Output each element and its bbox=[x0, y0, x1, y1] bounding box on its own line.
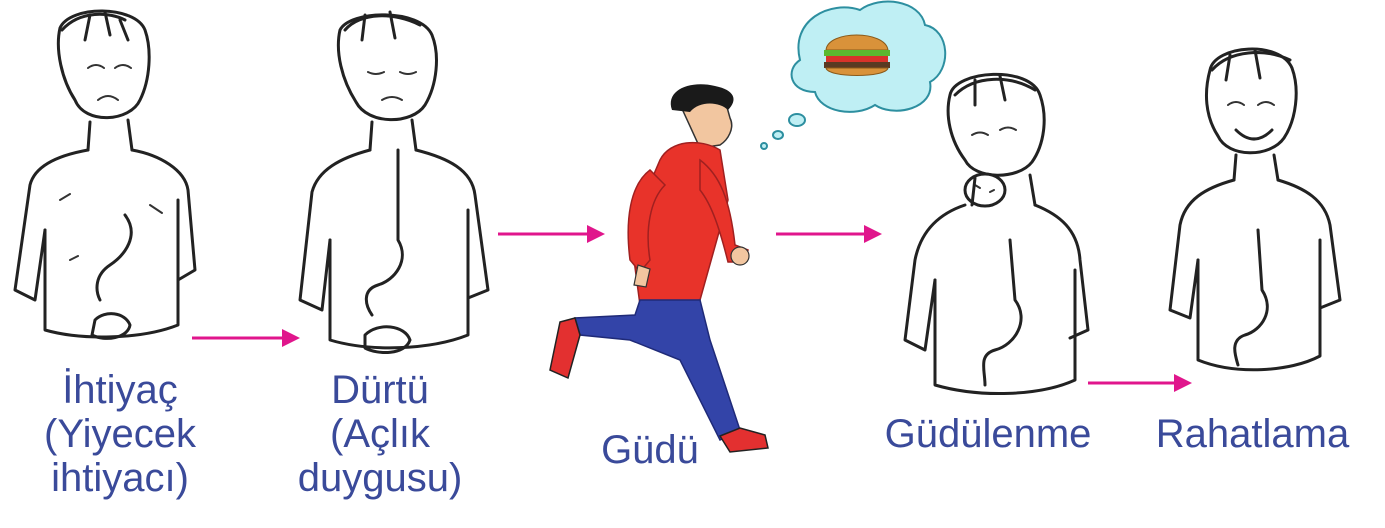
stage-label-need: İhtiyaç (Yiyecek ihtiyacı) bbox=[10, 368, 230, 500]
stage-label-relief: Rahatlama bbox=[1135, 412, 1370, 456]
sad-boy-icon bbox=[15, 11, 195, 338]
stage-label-motive: Güdü bbox=[575, 428, 725, 472]
arrow-4 bbox=[1088, 374, 1192, 392]
relieved-boy-icon bbox=[1170, 49, 1340, 370]
arrow-1 bbox=[192, 329, 300, 347]
drive-line-3: duygusu) bbox=[270, 456, 490, 500]
burger-thought-icon bbox=[761, 2, 945, 149]
stage-label-motivation: Güdülenme bbox=[868, 412, 1108, 456]
motivation-line-1: Güdülenme bbox=[868, 412, 1108, 456]
drive-line-1: Dürtü bbox=[270, 368, 490, 412]
arrow-2 bbox=[498, 225, 605, 243]
running-boy-icon bbox=[550, 84, 768, 452]
motive-line-1: Güdü bbox=[575, 428, 725, 472]
need-line-1: İhtiyaç bbox=[10, 368, 230, 412]
stage-label-drive: Dürtü (Açlık duygusu) bbox=[270, 368, 490, 500]
relief-line-1: Rahatlama bbox=[1135, 412, 1370, 456]
arrow-3 bbox=[776, 225, 882, 243]
eating-boy-icon bbox=[905, 74, 1088, 393]
hungry-boy-icon bbox=[300, 12, 488, 353]
need-line-2: (Yiyecek bbox=[10, 412, 230, 456]
drive-line-2: (Açlık bbox=[270, 412, 490, 456]
need-line-3: ihtiyacı) bbox=[10, 456, 230, 500]
